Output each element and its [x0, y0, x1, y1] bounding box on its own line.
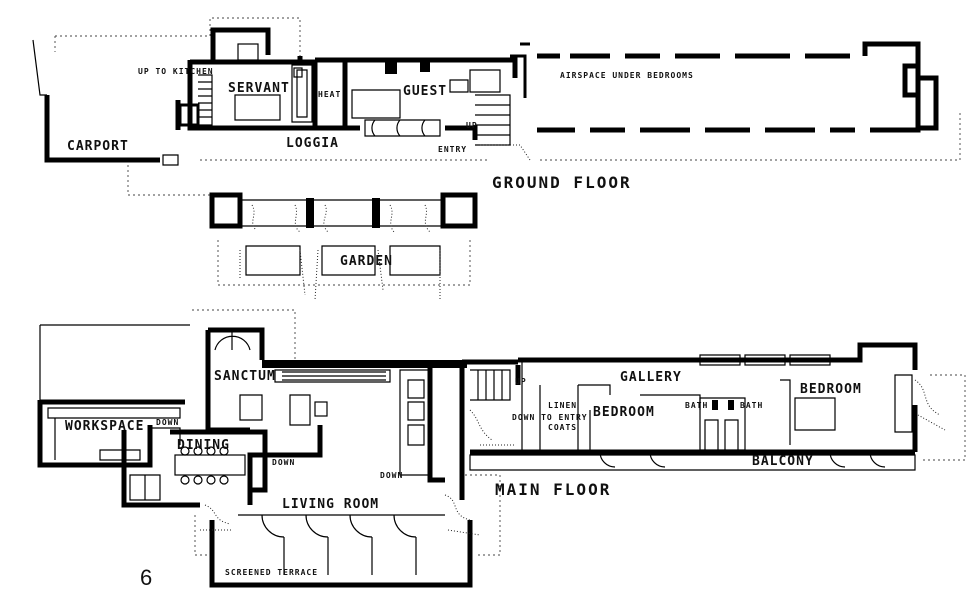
label-living-room: LIVING ROOM	[282, 497, 379, 512]
label-screened-terrace: SCREENED TERRACE	[225, 568, 318, 577]
fireplace-core	[262, 360, 467, 368]
workspace-wall	[37, 399, 185, 468]
balcony-rail	[469, 454, 916, 471]
garden-pier	[209, 192, 243, 229]
label-bath-1: BATH	[685, 401, 708, 410]
bedroom-wing-wall	[462, 342, 918, 455]
label-coats: COATS	[548, 423, 577, 432]
label-garden: GARDEN	[340, 254, 393, 269]
label-down-work: DOWN	[156, 418, 179, 427]
guest-wing-wall	[297, 56, 518, 140]
dining-table	[174, 454, 246, 476]
terrace-wall	[209, 520, 473, 588]
label-balcony: BALCONY	[752, 454, 814, 469]
label-loggia: LOGGIA	[286, 136, 339, 151]
airspace-outline	[537, 41, 921, 133]
label-linen: LINEN	[548, 401, 577, 410]
labels: UP TO KITCHEN SERVANT HEAT GUEST AIRSPAC…	[65, 67, 862, 590]
label-carport: CARPORT	[67, 139, 129, 154]
carport-wall	[44, 95, 160, 163]
dining-wall	[121, 429, 268, 508]
main-floor-plan	[37, 309, 966, 588]
label-sanctum: SANCTUM	[214, 369, 276, 384]
label-workspace: WORKSPACE	[65, 419, 144, 434]
label-down-to-entry: DOWN TO ENTRY	[512, 413, 588, 422]
label-gallery: GALLERY	[620, 370, 682, 385]
figure-number: 6	[140, 565, 152, 590]
main-floor-title: MAIN FLOOR	[495, 480, 611, 499]
ground-floor-plan	[32, 17, 961, 301]
label-bath-2: BATH	[740, 401, 763, 410]
label-down-dining: DOWN	[272, 458, 295, 467]
label-guest: GUEST	[403, 84, 447, 99]
label-servant: SERVANT	[228, 81, 290, 96]
label-main-up: UP	[515, 377, 527, 386]
label-airspace: AIRSPACE UNDER BEDROOMS	[560, 71, 694, 80]
label-heat: HEAT	[318, 90, 341, 99]
label-entry: ENTRY	[438, 145, 467, 154]
ground-floor-title: GROUND FLOOR	[492, 173, 632, 192]
label-up-to-kitchen: UP TO KITCHEN	[138, 67, 214, 76]
label-bedroom-2: BEDROOM	[800, 382, 862, 397]
label-down-living: DOWN	[380, 471, 403, 480]
label-ground-up: UP	[466, 121, 478, 130]
label-bedroom-1: BEDROOM	[593, 405, 655, 420]
label-dining: DINING	[177, 438, 230, 453]
